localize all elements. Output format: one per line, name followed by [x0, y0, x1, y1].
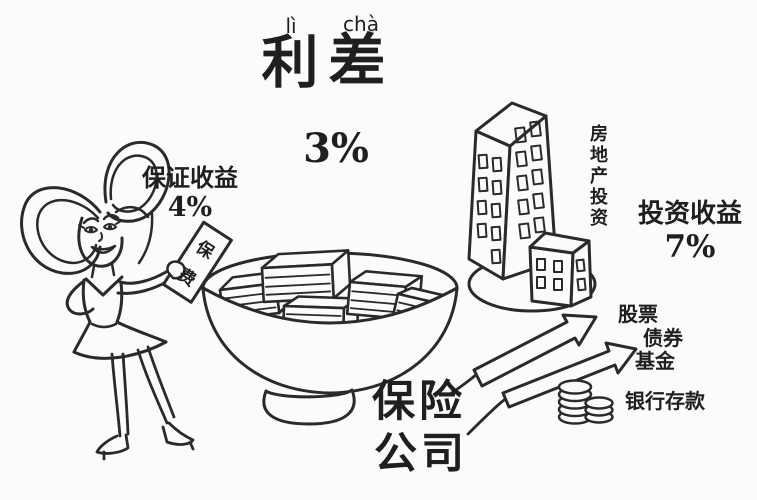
guaranteed-return-label: 保证收益 — [142, 164, 238, 192]
funds-label: 基金 — [635, 349, 675, 373]
money-bowl — [201, 249, 459, 426]
bonds-label: 债券 — [643, 326, 683, 350]
investment-return-label: 投资收益 — [637, 199, 742, 229]
bank-deposit-label: 银行存款 — [625, 389, 705, 413]
windows — [476, 120, 546, 265]
premium-note — [161, 220, 233, 304]
stocks-label: 股票 — [618, 302, 658, 326]
hand-icon — [166, 260, 186, 280]
pinyin-li: lì — [285, 14, 297, 38]
real-estate-label: 房地产投资 — [587, 123, 608, 229]
windows-small — [536, 258, 587, 292]
company-name-line-2: 公司 — [374, 429, 468, 479]
spread-rate: 3% — [303, 125, 369, 172]
office-buildings-icon — [467, 101, 597, 313]
pinyin-cha: chà — [343, 12, 379, 36]
guaranteed-return-rate: 4% — [167, 192, 213, 223]
investment-return-rate: 7% — [664, 229, 716, 265]
page-title-char-1: 利 — [261, 30, 319, 96]
coin-stack-icon — [557, 379, 614, 425]
flow-arrows-icon — [448, 313, 638, 436]
page-title-char-2: 差 — [328, 28, 386, 94]
company-name-line-1: 保险 — [372, 377, 466, 427]
